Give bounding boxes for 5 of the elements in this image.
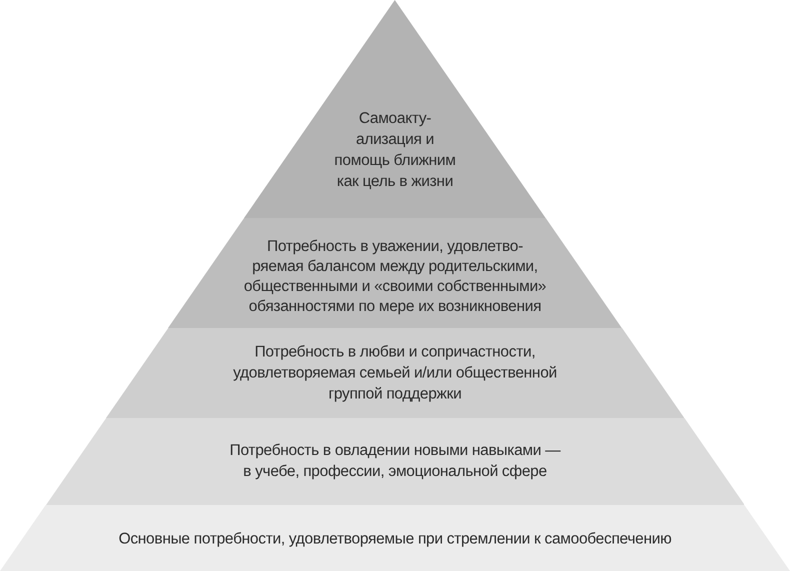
tier-label: Самоакту- ализация и помощь ближним как цель в жизни: [333, 109, 457, 192]
tier-label: Потребность в овладении новыми навыками — в учебе, профессии, эмоциональной сфере: [228, 441, 562, 482]
tier-label: Потребность в уважении, удовлетво- ряемая балансом между родительскими, общественными и «своими собственными» обязанностями по мере их возникновения: [242, 237, 548, 317]
tier-label: Потребность в любви и сопричастности, удовлетворяемая семьей и/или общественной группой поддержки: [232, 342, 558, 404]
tier-label: Основные потребности, удовлетворяемые при стремлении к самообеспечению: [118, 530, 672, 550]
